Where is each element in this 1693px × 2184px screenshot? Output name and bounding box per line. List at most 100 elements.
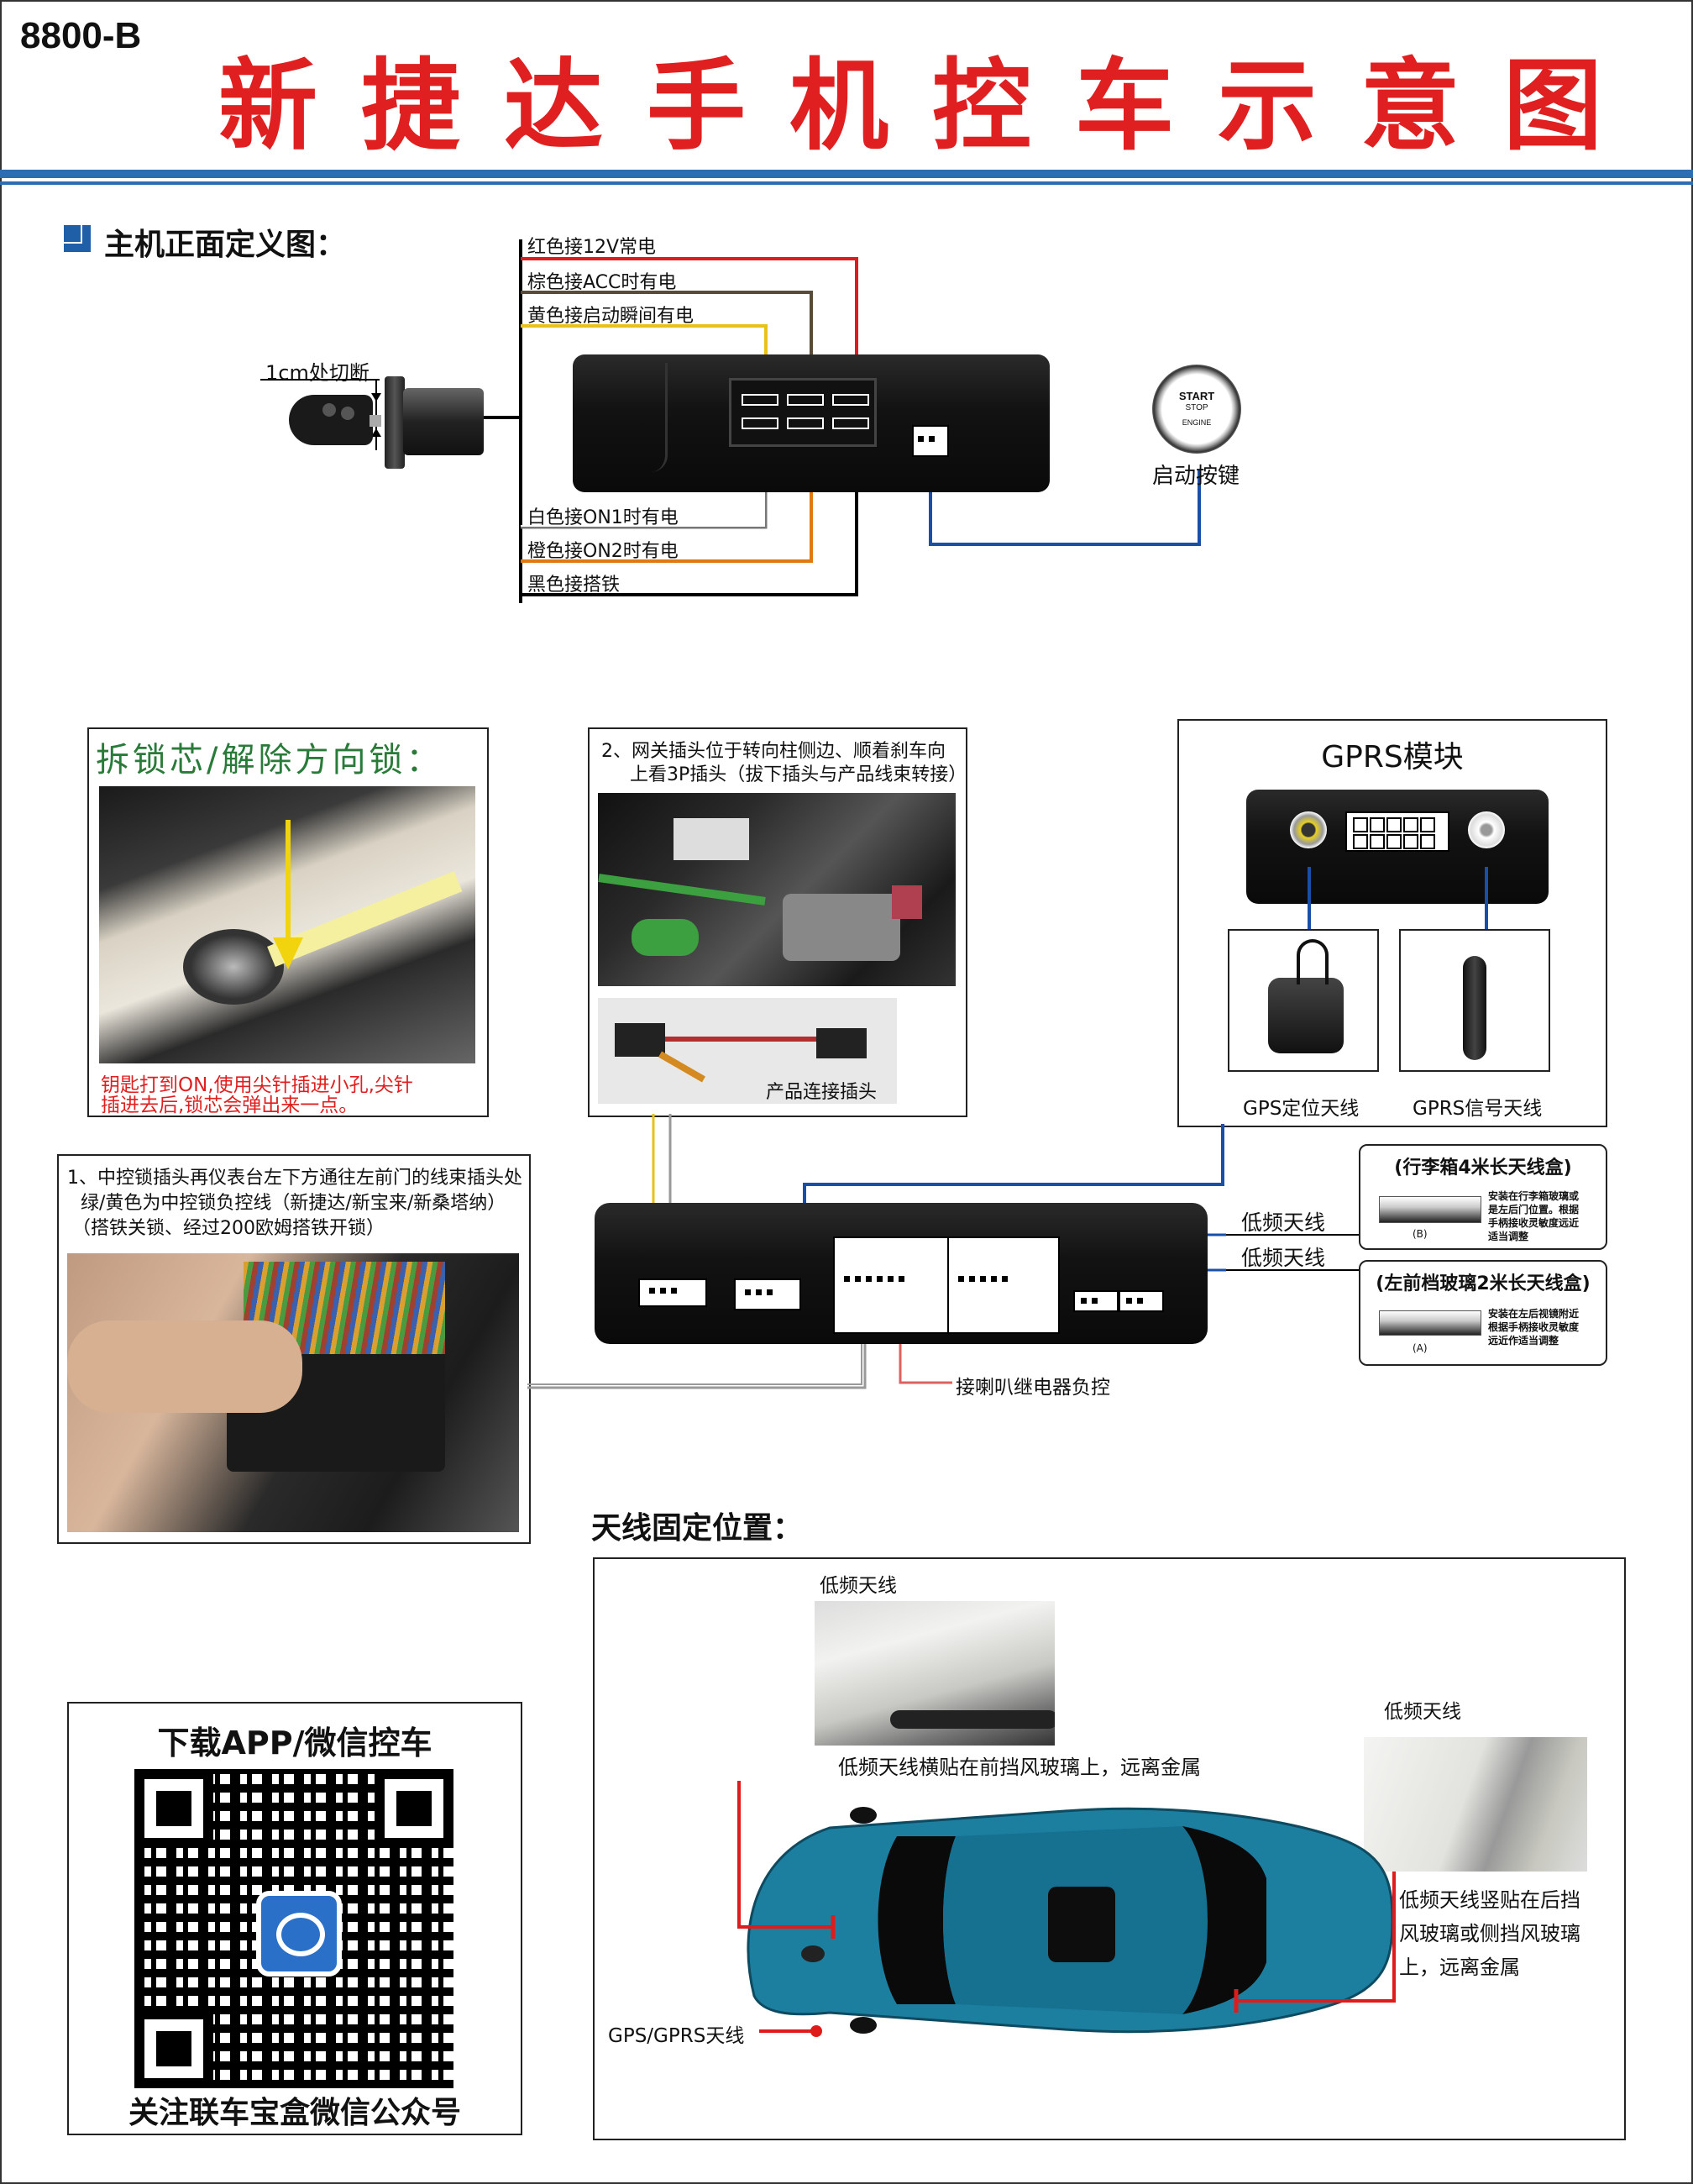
- wire-label-black: 黑色接搭铁: [527, 575, 621, 596]
- qr-bottom-text: 关注联车宝盒微信公众号: [128, 2096, 461, 2130]
- central-lock-text-2: 绿/黄色为中控锁负控线（新捷达/新宝来/新桑塔纳）: [81, 1193, 506, 1214]
- header-divider-thin: [0, 181, 1693, 185]
- gateway-photo: [598, 793, 956, 986]
- gps-antenna-box: [1228, 929, 1379, 1072]
- gateway-text-1: 2、网关插头位于转向柱侧边、顺着刹车向: [601, 741, 946, 762]
- gprs-antenna-icon: [1463, 956, 1486, 1060]
- front-windshield-photo: [815, 1601, 1055, 1746]
- qr-top-text: 下载APP/微信控车: [157, 1725, 432, 1761]
- adapter-plug-left: [615, 1023, 665, 1057]
- gps-antenna-icon: [1268, 978, 1344, 1053]
- rear-antenna-desc-1: 低频天线竖贴在后挡: [1399, 1888, 1580, 1912]
- host-power-connector: [729, 378, 877, 447]
- app-logo-icon: [256, 1891, 342, 1977]
- rear-view-mirror: [890, 1710, 1055, 1729]
- main-unit-harness-left: [833, 1236, 949, 1334]
- steering-column: [783, 894, 900, 961]
- connector-white: [674, 818, 749, 860]
- adapter-label: 产品连接插头: [766, 1082, 878, 1103]
- antenna-box-b-icon: [1379, 1196, 1481, 1223]
- antenna-box-b-tag: (B): [1413, 1228, 1428, 1240]
- adapter-photo: 产品连接插头: [598, 998, 897, 1104]
- antenna-box-b-title: (行李箱4米长天线盒): [1394, 1158, 1572, 1179]
- gprs-module-connector: [1345, 811, 1449, 852]
- adapter-wire: [665, 1037, 816, 1042]
- antenna-box-a: (左前档玻璃2米长天线盒) (A) 安装在左后视镜附近 根据手柄接收灵敏度 远近…: [1359, 1260, 1607, 1366]
- central-lock-text-3: （搭铁关锁、经过200欧姆搭铁开锁）: [72, 1218, 385, 1239]
- antenna-box-b-desc-2: 是左后门位置。根据: [1488, 1204, 1580, 1215]
- ignition-lock: [183, 929, 284, 1005]
- gateway-text-2: 上看3P插头（拔下插头与产品线束转接）: [630, 764, 967, 785]
- lock-cylinder-photo: [99, 786, 475, 1063]
- cut-label: 1cm处切断: [265, 361, 370, 385]
- gprs-panel: GPRS模块 GPS定位天线 GPRS信号天线: [1177, 719, 1607, 1127]
- main-unit-lf-conn-1: [1073, 1290, 1119, 1312]
- antenna-box-a-tag: (A): [1413, 1342, 1428, 1354]
- wire-label-orange: 橙色接ON2时有电: [527, 541, 679, 562]
- engine-text: ENGINE: [1182, 418, 1212, 427]
- gps-port-icon: [1290, 811, 1327, 848]
- key-blade: [370, 415, 381, 427]
- qr-code-icon: [134, 1769, 453, 2088]
- car-top-view: [737, 1781, 1396, 2037]
- antenna-box-b-desc-4: 适当调整: [1488, 1231, 1529, 1242]
- rear-window-photo: [1364, 1737, 1587, 1872]
- lock-cylinder-ring: [385, 376, 405, 469]
- antenna-box-a-title: (左前档玻璃2米长天线盒): [1376, 1273, 1591, 1294]
- lock-panel-title: 拆锁芯/解除方向锁：: [96, 741, 443, 780]
- front-antenna-desc: 低频天线横贴在前挡风玻璃上，远离金属: [838, 1756, 1201, 1779]
- header-divider: [0, 170, 1693, 178]
- main-unit-conn-gateway: [638, 1278, 707, 1307]
- main-unit-conn-gprs: [734, 1278, 801, 1310]
- stop-text: STOP: [1185, 403, 1208, 412]
- antenna-box-b-desc-1: 安装在行李箱玻璃或: [1488, 1190, 1580, 1202]
- gprs-antenna-wires: [1308, 867, 1488, 929]
- gateway-plug: [892, 885, 922, 919]
- lf-antenna-label-1: 低频天线: [1241, 1210, 1326, 1235]
- central-lock-text-1: 1、中控锁插头再仪表台左下方通往左前门的线束插头处: [67, 1168, 522, 1189]
- antenna-box-b-desc-3: 手柄接收灵敏度远近: [1488, 1217, 1580, 1229]
- gprs-antenna-box: [1399, 929, 1550, 1072]
- lf-antenna-label-2: 低频天线: [1241, 1246, 1326, 1270]
- gps-antenna-label: GPS定位天线: [1243, 1098, 1360, 1120]
- start-stop-button-icon: START STOP ENGINE: [1152, 365, 1241, 454]
- antenna-box-b: (行李箱4米长天线盒) (B) 安装在行李箱玻璃或 是左后门位置。根据 手柄接收…: [1359, 1144, 1607, 1250]
- main-unit: [595, 1203, 1208, 1344]
- qr-panel: 下载APP/微信控车 关注联车宝盒微信公众号: [67, 1702, 522, 2135]
- antenna-box-a-icon: [1379, 1310, 1481, 1336]
- central-lock-panel: 1、中控锁插头再仪表台左下方通往左前门的线束插头处 绿/黄色为中控锁负控线（新捷…: [57, 1154, 531, 1544]
- start-text: START: [1178, 390, 1215, 402]
- gprs-port-icon: [1468, 811, 1505, 848]
- main-unit-lf-conn-2: [1119, 1290, 1164, 1312]
- wire-label-yellow: 黄色接启动瞬间有电: [527, 306, 694, 327]
- host-unit-mount-bracket: [623, 363, 668, 472]
- antenna-box-a-desc-3: 远近作适当调整: [1488, 1335, 1559, 1347]
- gprs-antenna-label: GPRS信号天线: [1413, 1098, 1543, 1120]
- section-main-title: 主机正面定义图：: [104, 228, 347, 262]
- antenna-box-a-desc-1: 安装在左后视镜附近: [1488, 1308, 1580, 1320]
- lock-cylinder-body: [403, 388, 484, 455]
- gprs-panel-title: GPRS模块: [1321, 740, 1464, 774]
- antenna-position-panel: 低频天线 低频天线横贴在前挡风玻璃上，远离金属 低频天线 低频天线竖贴在后挡 风…: [593, 1557, 1626, 2140]
- host-unit: [573, 354, 1050, 492]
- wire-label-red: 红色接12V常电: [527, 237, 657, 258]
- hand: [67, 1320, 302, 1413]
- front-antenna-label: 低频天线: [820, 1575, 897, 1597]
- rear-antenna-desc-2: 风玻璃或侧挡风玻璃: [1399, 1922, 1580, 1945]
- antenna-box-b-desc: 安装在行李箱玻璃或 是左后门位置。根据 手柄接收灵敏度远近 适当调整: [1488, 1189, 1579, 1243]
- host-button-connector: [912, 425, 949, 457]
- main-unit-harness-right: [947, 1236, 1060, 1334]
- lock-cylinder-panel: 拆锁芯/解除方向锁： 钥匙打到ON,使用尖针插进小孔,尖针 插进去后,锁芯会弹出…: [87, 727, 489, 1117]
- section-marker-icon: [64, 225, 91, 252]
- wire-label-white: 白色接ON1时有电: [527, 507, 679, 528]
- gateway-panel: 2、网关插头位于转向柱侧边、顺着刹车向 上看3P插头（拔下插头与产品线束转接） …: [588, 727, 967, 1117]
- car-key-icon: [289, 395, 373, 445]
- antenna-position-title: 天线固定位置：: [591, 1511, 804, 1546]
- page-title: 新捷达手机控车示意图: [218, 48, 1647, 164]
- model-number: 8800-B: [20, 15, 142, 56]
- central-lock-photo: [67, 1253, 519, 1532]
- gprs-module: [1246, 790, 1549, 904]
- wire-label-brown: 棕色接ACC时有电: [527, 272, 677, 293]
- gps-cable: [1297, 939, 1329, 984]
